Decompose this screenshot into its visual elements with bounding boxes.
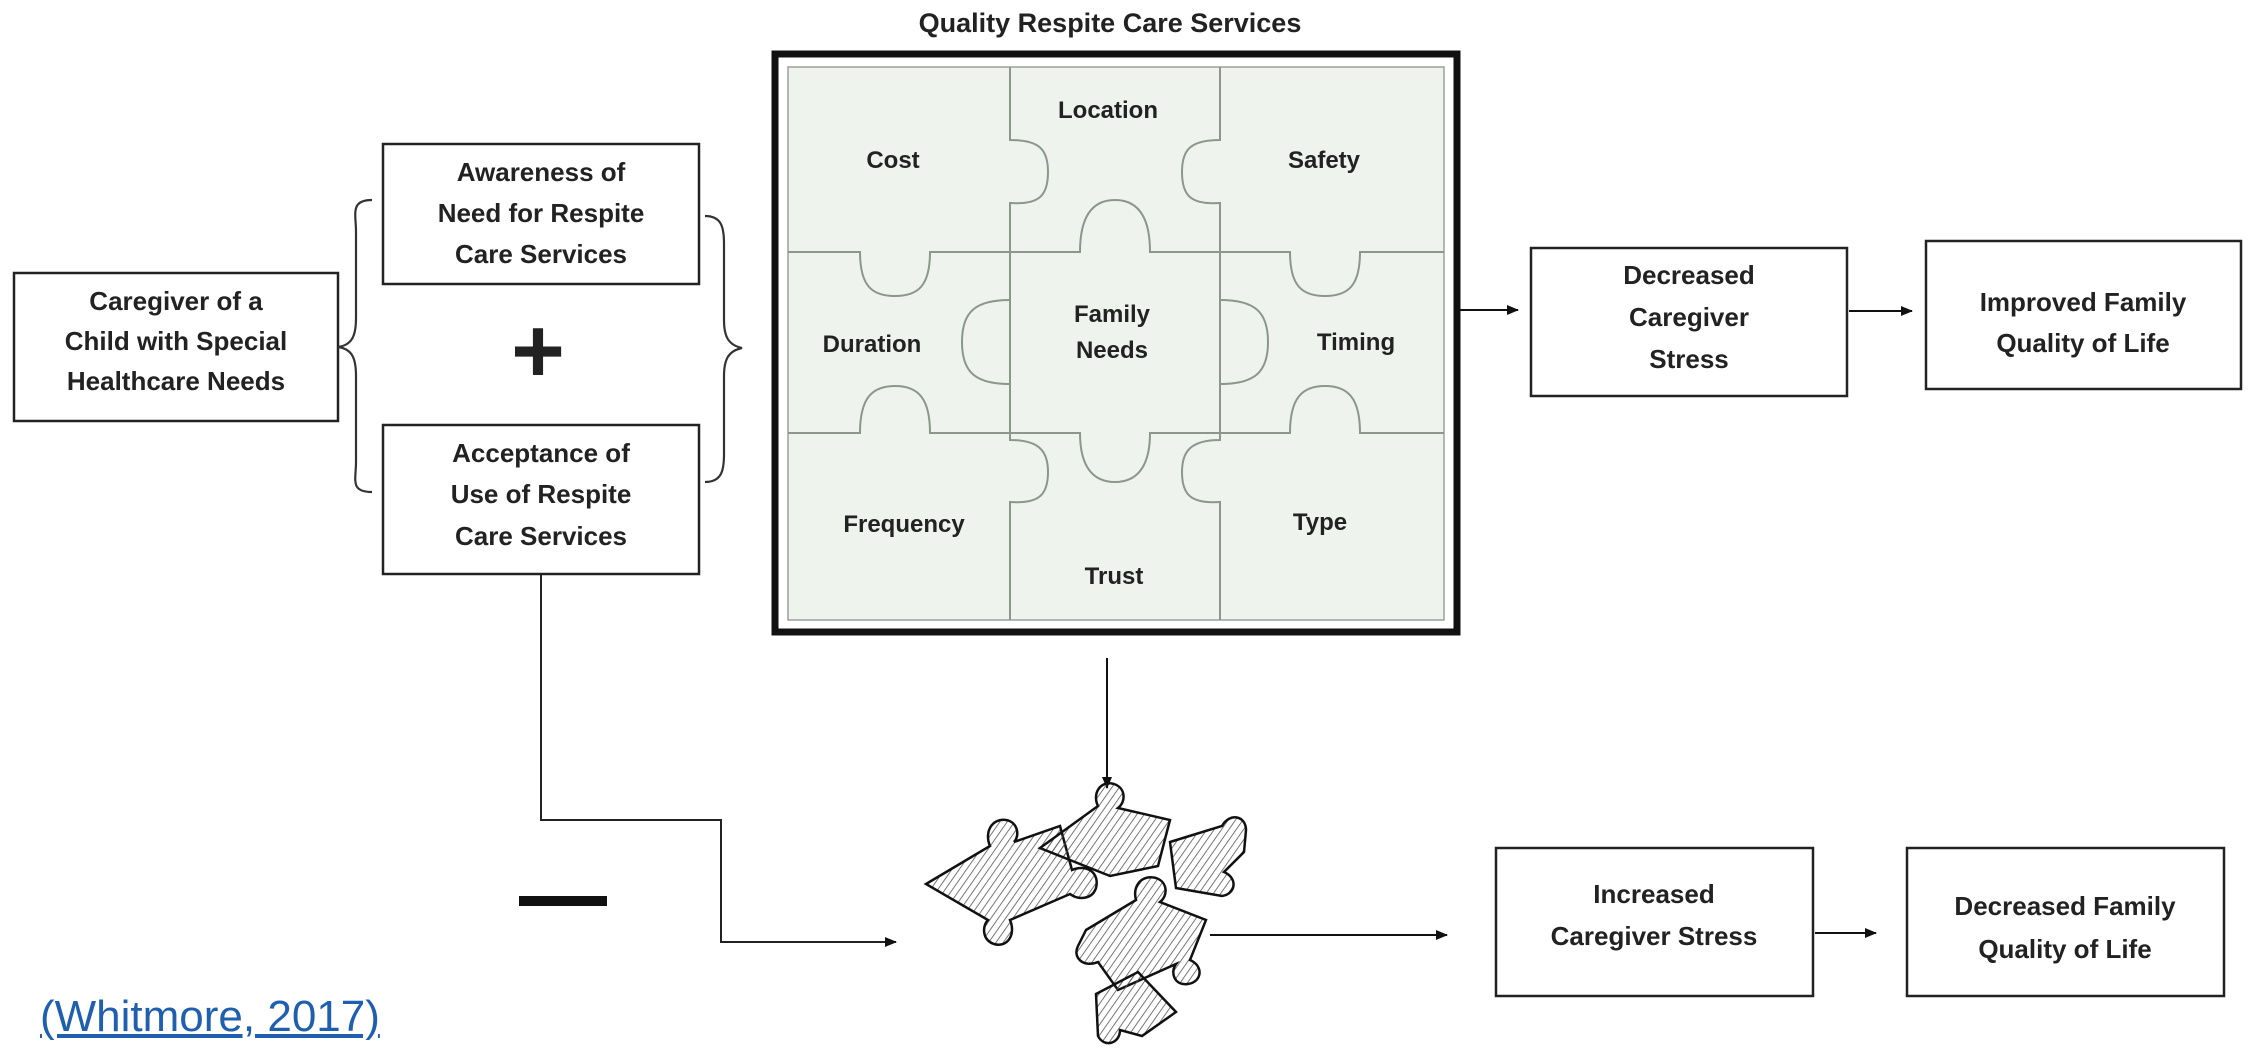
acceptance-box: Acceptance of Use of Respite Care Servic… (381, 423, 701, 576)
puzzle-label-frequency: Frequency (843, 511, 965, 538)
acceptance-line-3: Care Services (455, 521, 627, 551)
acceptance-line-2: Use of Respite (451, 479, 632, 509)
puzzle-label-family: Family (1074, 301, 1151, 328)
diagram-title: Quality Respite Care Services (919, 8, 1302, 38)
puzzle-label-duration: Duration (823, 331, 922, 358)
decreased-stress-line-2: Caregiver (1629, 302, 1749, 332)
decreased-stress-line-3: Stress (1649, 344, 1729, 374)
caregiver-line-2: Child with Special (65, 326, 287, 356)
citation-link[interactable]: (Whitmore, 2017) (40, 992, 380, 1041)
awareness-line-2: Need for Respite (438, 198, 645, 228)
caregiver-line-1: Caregiver of a (89, 286, 263, 316)
right-brace (704, 214, 743, 484)
plus-sign: + (511, 300, 565, 402)
acceptance-connector (540, 575, 897, 947)
increased-stress-line-1: Increased (1593, 879, 1714, 909)
scattered-pieces-image (923, 782, 1248, 1045)
decreased-stress-line-1: Decreased (1623, 260, 1755, 290)
puzzle-grid (788, 67, 1444, 620)
improved-qol-line-1: Improved Family (1980, 287, 2187, 317)
decreased-stress-box: Decreased Caregiver Stress (1529, 246, 1849, 398)
puzzle-label-timing: Timing (1317, 329, 1395, 356)
puzzle-label-trust: Trust (1085, 563, 1144, 590)
acceptance-line-1: Acceptance of (452, 438, 630, 468)
puzzle-label-type: Type (1293, 509, 1347, 536)
awareness-line-1: Awareness of (457, 157, 626, 187)
puzzle-frame (771, 50, 1461, 636)
minus-sign (519, 896, 607, 906)
improved-qol-line-2: Quality of Life (1996, 328, 2169, 358)
decreased-qol-line-1: Decreased Family (1954, 891, 2176, 921)
caregiver-box: Caregiver of a Child with Special Health… (12, 271, 340, 423)
awareness-line-3: Care Services (455, 239, 627, 269)
decreased-qol-line-2: Quality of Life (1978, 934, 2151, 964)
increased-stress-line-2: Caregiver Stress (1551, 921, 1758, 951)
puzzle-label-safety: Safety (1288, 147, 1361, 174)
increased-stress-box: Increased Caregiver Stress (1494, 846, 1815, 998)
puzzle-label-location: Location (1058, 97, 1158, 124)
awareness-box: Awareness of Need for Respite Care Servi… (381, 142, 701, 286)
caregiver-line-3: Healthcare Needs (67, 366, 285, 396)
improved-qol-box: Improved Family Quality of Life (1924, 239, 2243, 391)
left-brace (337, 198, 373, 494)
decreased-qol-box: Decreased Family Quality of Life (1905, 846, 2226, 998)
puzzle-label-cost: Cost (866, 147, 919, 174)
puzzle-label-needs: Needs (1076, 337, 1148, 364)
